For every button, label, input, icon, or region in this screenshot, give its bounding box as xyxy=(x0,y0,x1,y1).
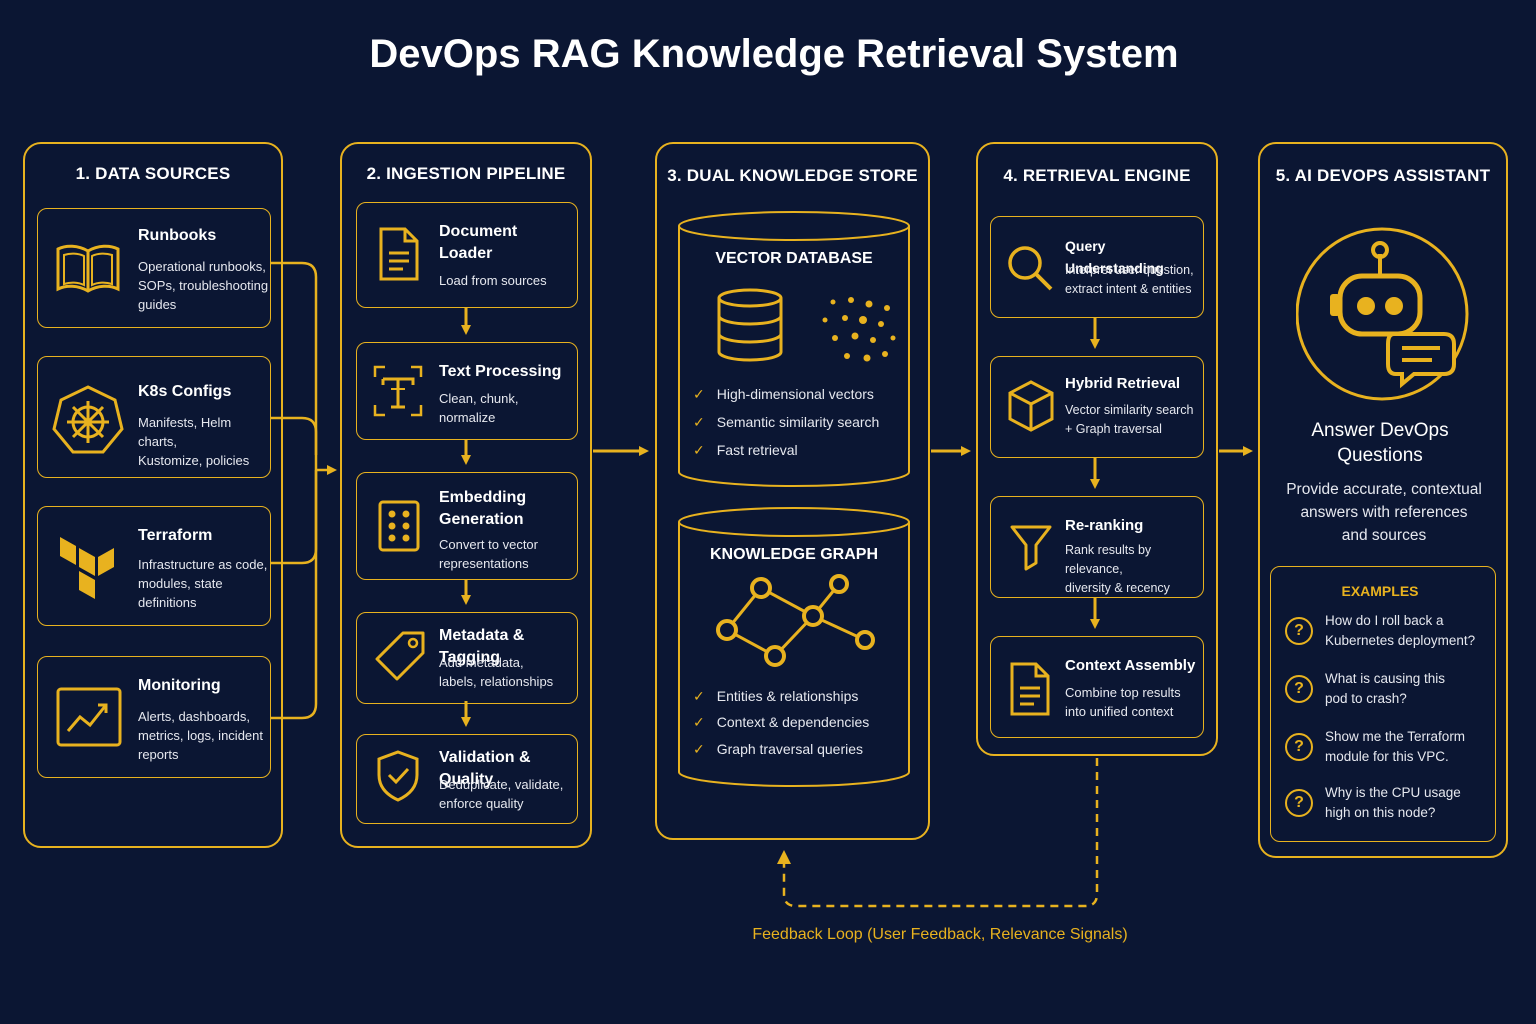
shield-check-icon xyxy=(377,750,419,802)
book-icon xyxy=(56,244,120,293)
card-description: Interpret user question,extract intent &… xyxy=(1065,263,1194,296)
vector-points-icon xyxy=(822,297,896,362)
step-text-processing[interactable]: Text Processing Clean, chunk,normalize xyxy=(356,342,578,440)
funnel-icon xyxy=(1010,525,1052,571)
question-icon: ? xyxy=(1285,789,1313,817)
card-description: Rank results by relevance,diversity & re… xyxy=(1065,543,1170,595)
card-description: Manifests, Helm charts,Kustomize, polici… xyxy=(138,415,250,468)
step-re-ranking[interactable]: Re-ranking Rank results by relevance,div… xyxy=(990,496,1204,598)
card-description: Operational runbooks,SOPs, troubleshooti… xyxy=(138,259,269,312)
card-description: Load from sources xyxy=(439,273,547,288)
panel-title: 3. DUAL KNOWLEDGE STORE xyxy=(667,166,918,185)
graph-feature: ✓Entities & relationships xyxy=(693,688,859,704)
search-icon xyxy=(1008,246,1053,291)
step-validation-quality[interactable]: Validation & Quality Deduplicate, valida… xyxy=(356,734,578,824)
card-title: Context Assembly xyxy=(1065,657,1196,674)
robot-chat-icon xyxy=(1296,227,1469,401)
feedback-loop-label: Feedback Loop (User Feedback, Relevance … xyxy=(752,926,1128,943)
card-title: Terraform xyxy=(138,527,213,544)
card-description: Deduplicate, validate,enforce quality xyxy=(439,777,564,811)
question-icon: ? xyxy=(1285,617,1313,645)
monitoring-chart-icon xyxy=(56,687,122,747)
card-title: Runbooks xyxy=(138,227,217,244)
database-icon xyxy=(717,288,783,362)
card-description: Clean, chunk,normalize xyxy=(439,391,519,425)
card-description: Add metadata,labels, relationships xyxy=(439,655,554,689)
panel-title: 2. INGESTION PIPELINE xyxy=(366,164,566,183)
source-card-monitoring[interactable]: Monitoring Alerts, dashboards,metrics, l… xyxy=(37,656,271,778)
knowledge-store-panel: 3. DUAL KNOWLEDGE STORE VECTOR DATABASE … xyxy=(655,142,930,840)
page-title: DevOps RAG Knowledge Retrieval System xyxy=(369,32,1179,76)
cylinder-title: KNOWLEDGE GRAPH xyxy=(710,546,878,563)
card-title: Validation & Quality xyxy=(439,749,531,788)
vector-database-cylinder[interactable]: VECTOR DATABASE ✓High-dimensional vector… xyxy=(677,210,911,490)
terraform-icon xyxy=(60,537,114,599)
card-title: Metadata & Tagging xyxy=(439,627,525,666)
vector-feature: ✓High-dimensional vectors xyxy=(693,386,874,402)
embedding-grid-icon xyxy=(378,500,420,552)
document-icon xyxy=(1010,662,1050,716)
vector-feature: ✓Semantic similarity search xyxy=(693,414,880,430)
card-title: K8s Configs xyxy=(138,383,232,400)
data-sources-panel: 1. DATA SOURCES Runbooks Operational run… xyxy=(23,142,283,848)
tag-icon xyxy=(375,631,425,681)
kubernetes-helm-icon xyxy=(52,385,124,454)
source-card-terraform[interactable]: Terraform Infrastructure as code,modules… xyxy=(37,506,271,626)
cube-icon xyxy=(1008,380,1054,432)
examples-title: EXAMPLES xyxy=(1341,583,1419,599)
text-processing-icon xyxy=(373,365,423,417)
panel-title: 5. AI DEVOPS ASSISTANT xyxy=(1275,166,1491,185)
retrieval-engine-panel: 4. RETRIEVAL ENGINE Query Understanding … xyxy=(976,142,1218,756)
step-query-understanding[interactable]: Query Understanding Interpret user quest… xyxy=(990,216,1204,318)
knowledge-graph-cylinder[interactable]: KNOWLEDGE GRAPH ✓Entities & relationship… xyxy=(677,506,911,790)
source-card-k8s-configs[interactable]: K8s Configs Manifests, Helm charts,Kusto… xyxy=(37,356,271,478)
card-title: Text Processing xyxy=(439,363,562,380)
graph-feature: ✓Context & dependencies xyxy=(693,714,870,730)
card-title: Monitoring xyxy=(138,677,221,694)
step-hybrid-retrieval[interactable]: Hybrid Retrieval Vector similarity searc… xyxy=(990,356,1204,458)
card-description: Alerts, dashboards,metrics, logs, incide… xyxy=(138,709,263,762)
cylinder-title: VECTOR DATABASE xyxy=(715,250,873,267)
question-icon: ? xyxy=(1285,733,1313,761)
panel-title: 4. RETRIEVAL ENGINE xyxy=(1003,166,1191,185)
question-icon: ? xyxy=(1285,675,1313,703)
card-title: Query Understanding xyxy=(1065,238,1164,276)
vector-feature: ✓Fast retrieval xyxy=(693,442,798,458)
card-title: Hybrid Retrieval xyxy=(1065,375,1181,392)
source-card-runbooks[interactable]: Runbooks Operational runbooks,SOPs, trou… xyxy=(37,208,271,328)
panel-title: 1. DATA SOURCES xyxy=(75,164,231,183)
document-icon xyxy=(379,227,419,281)
graph-feature: ✓Graph traversal queries xyxy=(693,741,864,757)
card-title: Re-ranking xyxy=(1065,517,1144,534)
card-description: Vector similarity search+ Graph traversa… xyxy=(1065,403,1194,436)
graph-network-icon xyxy=(716,574,875,667)
